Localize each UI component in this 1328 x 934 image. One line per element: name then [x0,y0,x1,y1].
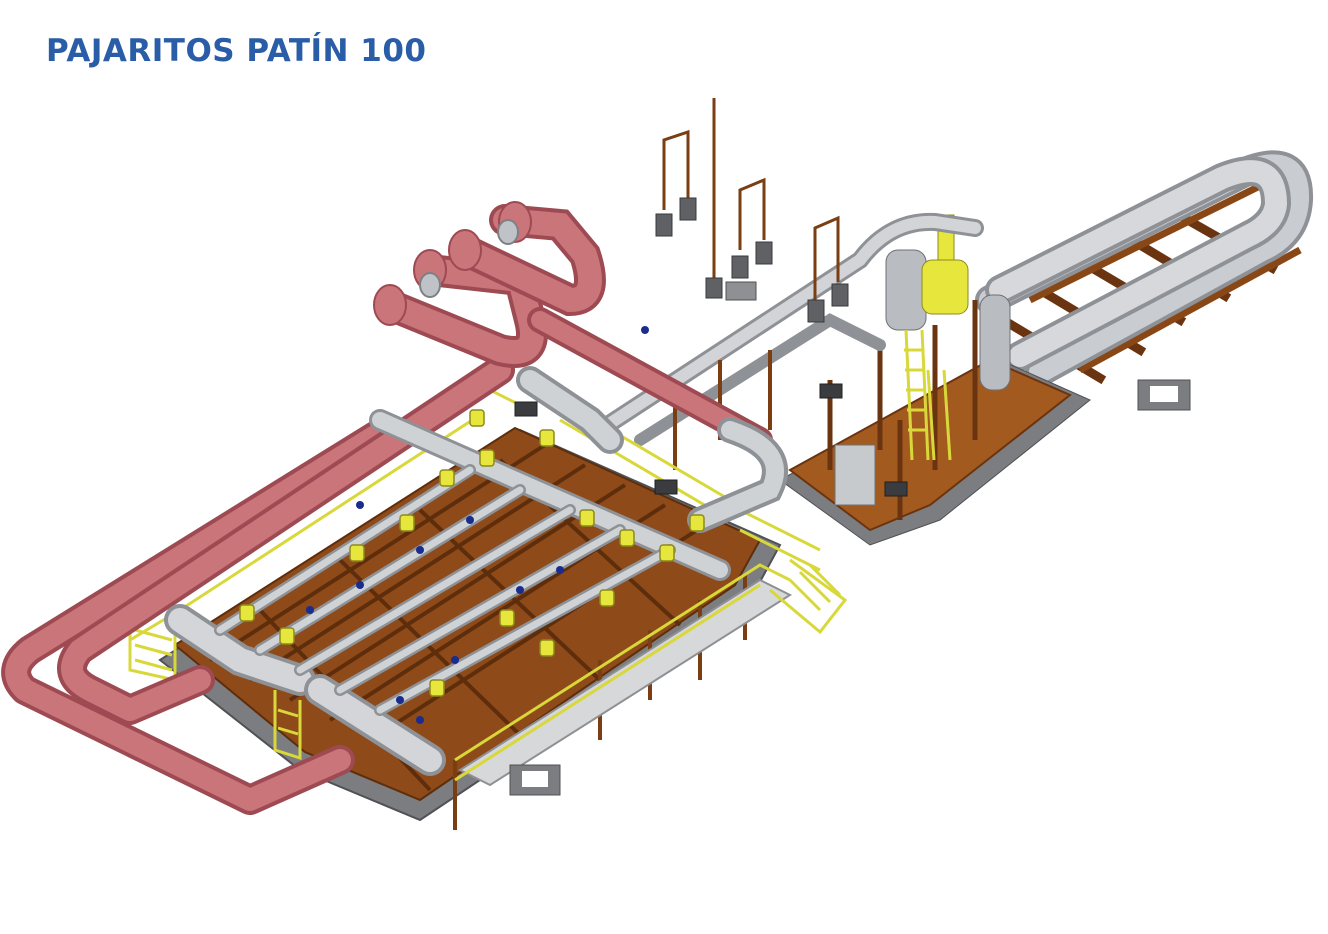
valve-icon [239,326,705,724]
rack-rails [1028,178,1302,374]
meter-run-laterals [214,464,676,716]
grating-platform [457,578,793,787]
instrument-panels [514,383,908,497]
red-pipe-loop [1,355,515,815]
right-pipe-rack [975,150,1314,411]
stair-icon [128,558,848,761]
ladder-icon [904,329,952,461]
page-title: PAJARITOS PATÍN 100 [46,33,427,69]
grey-expansion-loop [975,150,1314,387]
middle-frame-columns [827,300,978,520]
separator-vessels [834,214,1011,506]
middle-skid [591,212,1091,546]
pit-box [509,764,561,796]
red-pipe-flanges [373,201,532,326]
instrument-posts [655,98,849,323]
